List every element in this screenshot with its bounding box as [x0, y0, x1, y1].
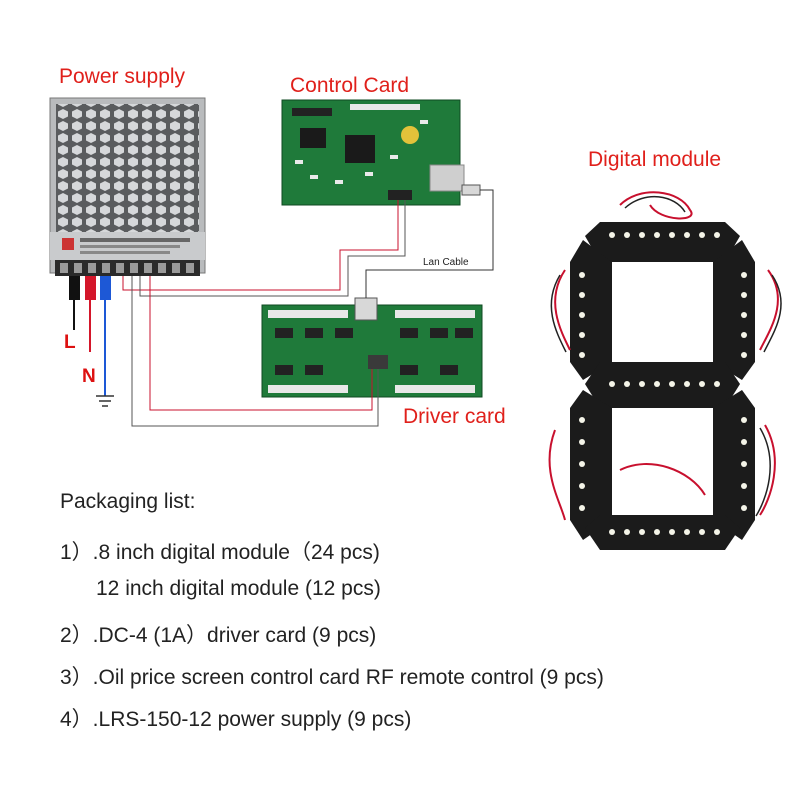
power-wires	[122, 200, 406, 427]
neutral-label: N	[82, 366, 96, 387]
ground-symbol-icon	[96, 395, 114, 407]
packaging-item-1: 1）.8 inch digital module（24 pcs)	[60, 541, 380, 564]
lan-cable-label: Lan Cable	[423, 257, 469, 268]
ac-input-plugs	[69, 276, 111, 396]
control-card-label: Control Card	[290, 74, 410, 97]
packaging-item-4: 4）.LRS-150-12 power supply (9 pcs)	[60, 708, 412, 731]
power-supply-unit	[49, 97, 206, 276]
packaging-item-2: 2）.DC-4 (1A）driver card (9 pcs)	[60, 624, 377, 647]
module-leds	[579, 232, 747, 535]
module-wires-dark	[550, 195, 782, 517]
lan-cable-line	[365, 189, 494, 298]
packaging-title: Packaging list:	[60, 490, 196, 513]
digital-module	[570, 222, 755, 550]
control-card-pcb	[281, 99, 481, 206]
driver-card-label: Driver card	[403, 405, 506, 428]
module-wires	[548, 191, 779, 521]
power-supply-label: Power supply	[59, 65, 186, 88]
packaging-item-3: 3）.Oil price screen control card RF remo…	[60, 666, 604, 689]
digital-module-label: Digital module	[588, 148, 722, 171]
live-label: L	[64, 332, 76, 353]
packaging-item-1b: 12 inch digital module (12 pcs)	[96, 577, 381, 600]
